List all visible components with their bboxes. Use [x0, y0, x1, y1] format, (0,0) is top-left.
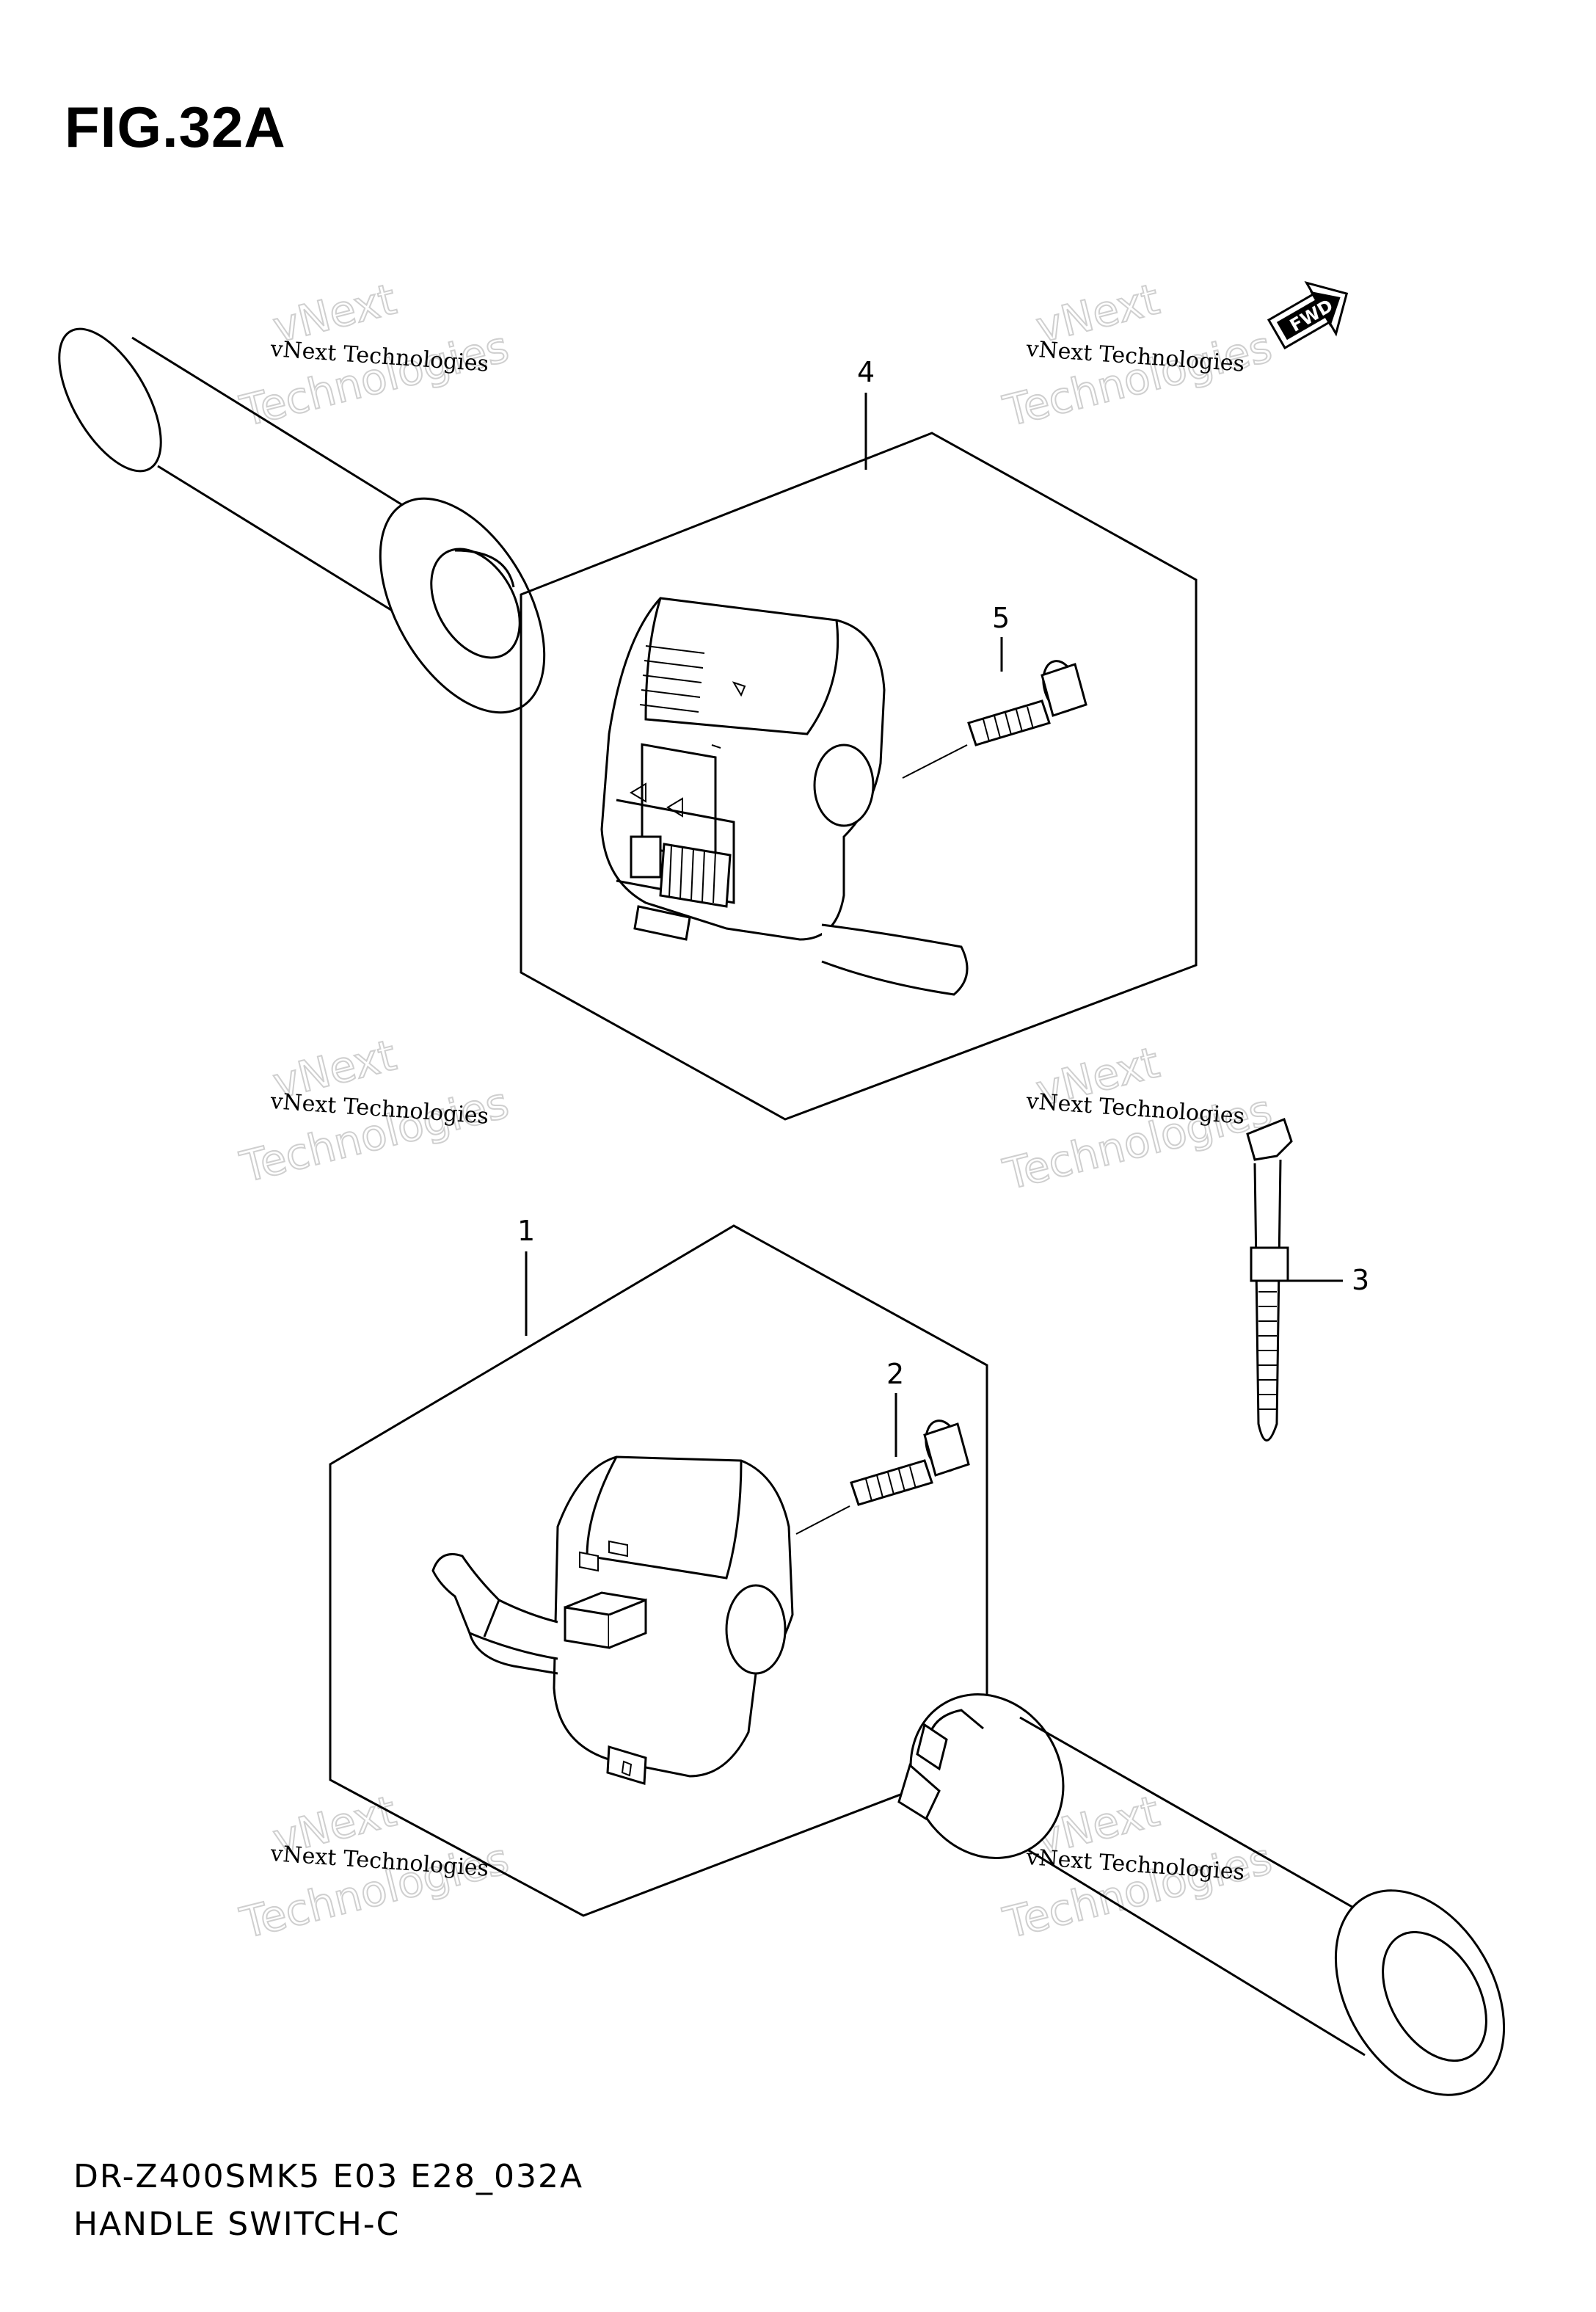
- right-switch-assembly-box: [520, 432, 1198, 1121]
- svg-text:2: 2: [886, 1358, 904, 1390]
- footer-diagram-name: HANDLE SWITCH-C: [73, 2206, 401, 2243]
- svg-text:1: 1: [517, 1215, 535, 1247]
- left-switch-assembly-box: [329, 1224, 988, 1917]
- screw-part-2: [795, 1419, 970, 1535]
- svg-text:3: 3: [1352, 1264, 1369, 1296]
- left-handle-switch: [431, 1455, 794, 1785]
- fwd-arrow-icon: FWD: [1267, 280, 1349, 350]
- right-handle-switch: [600, 597, 969, 996]
- cable-tie-part-3: [1246, 1118, 1293, 1442]
- screw-part-5: [902, 660, 1087, 779]
- callout-1: 1: [517, 1215, 535, 1336]
- callout-2: 2: [886, 1358, 904, 1457]
- svg-text:5: 5: [992, 602, 1010, 634]
- callout-3: 3: [1288, 1264, 1369, 1296]
- callout-5: 5: [992, 602, 1010, 672]
- callout-4: 4: [857, 356, 875, 470]
- footer-model-code: DR-Z400SMK5 E03 E28_032A: [73, 2158, 584, 2195]
- svg-text:4: 4: [857, 356, 875, 388]
- right-throttle-grip: [897, 1693, 1506, 2096]
- figure-title: FIG.32A: [65, 95, 286, 159]
